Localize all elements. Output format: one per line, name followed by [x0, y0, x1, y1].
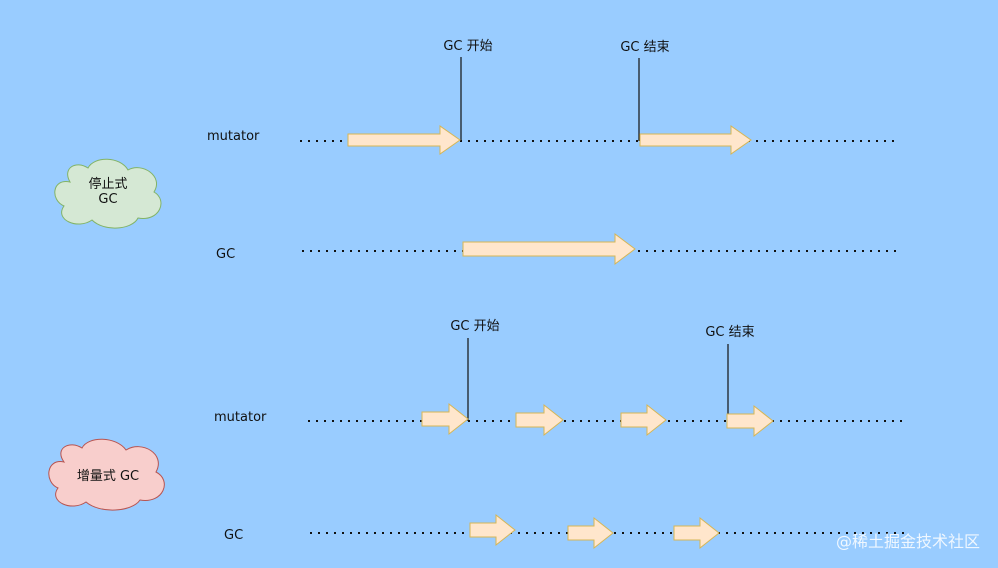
mutator-run-arrow — [421, 402, 469, 436]
mutator-run-arrow — [620, 403, 667, 437]
cloud-stop-gc: 停止式 GC — [54, 158, 162, 229]
cloud-shape — [54, 158, 162, 229]
mutator-run-arrow — [515, 403, 564, 437]
gc-start-label-stop: GC 开始 — [443, 39, 492, 54]
watermark-text: @稀土掘金技术社区 — [836, 532, 980, 551]
gc-label-incremental: GC — [224, 528, 243, 543]
mutator-label-stop: mutator — [207, 129, 260, 144]
mutator-label-incremental: mutator — [214, 410, 267, 425]
cloud-shape — [48, 438, 165, 511]
gc-end-label-incremental: GC 结束 — [705, 325, 754, 340]
mutator-run-arrow — [726, 404, 774, 438]
gc-run-arrow — [673, 516, 720, 550]
cloud-incremental-gc: 增量式 GC — [48, 438, 165, 511]
gc-run-arrow — [462, 233, 636, 265]
gc-run-arrow — [469, 513, 516, 547]
cloud-stop-line2: GC — [98, 192, 117, 207]
gc-run-arrow — [567, 516, 614, 550]
gc-label-stop: GC — [216, 247, 235, 262]
gc-end-label-stop: GC 结束 — [620, 40, 669, 55]
cloud-incremental-label: 增量式 GC — [77, 469, 139, 484]
gc-start-label-incremental: GC 开始 — [450, 319, 499, 334]
cloud-stop-line1: 停止式 — [88, 176, 127, 192]
mutator-run-arrow — [347, 125, 461, 155]
mutator-run-arrow — [639, 125, 752, 155]
